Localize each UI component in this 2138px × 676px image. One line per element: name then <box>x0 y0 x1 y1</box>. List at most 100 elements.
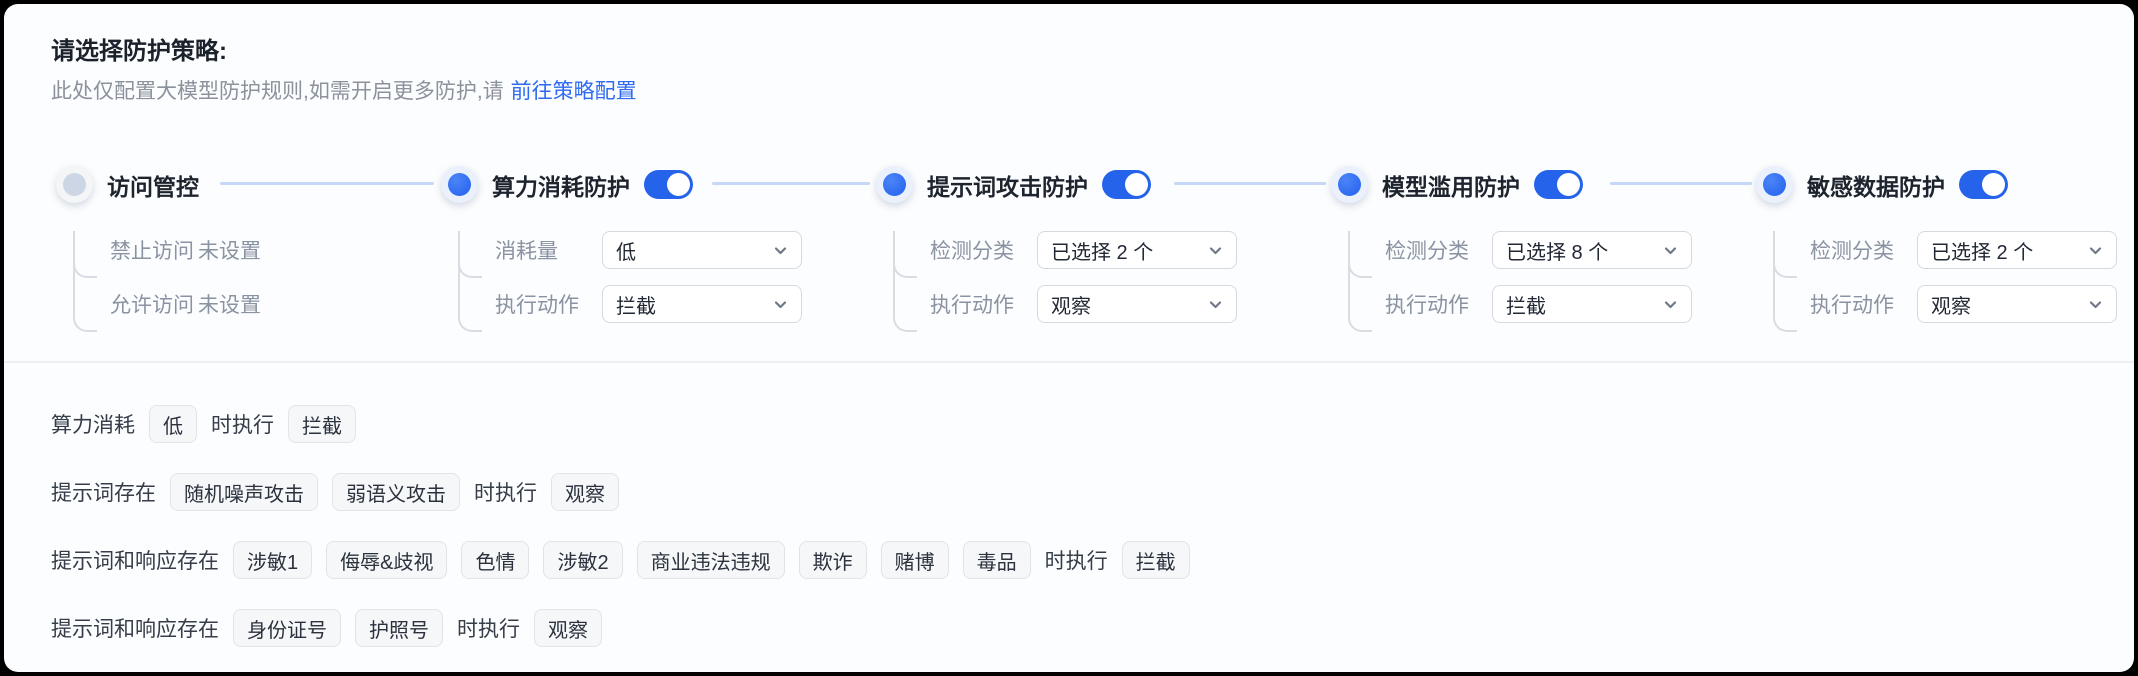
select-value: 已选择 8 个 <box>1506 241 1609 264</box>
setting-label: 检测分类 <box>930 240 1014 263</box>
select-value: 拦截 <box>616 295 656 318</box>
toggle-knob <box>1557 173 1580 196</box>
select-value: 低 <box>616 241 636 264</box>
action-select[interactable]: 拦截 <box>602 285 802 323</box>
setting-row: 检测分类 已选择 8 个 <box>1348 231 1751 269</box>
rule-tag: 毒品 <box>962 541 1031 579</box>
chevron-down-icon <box>1209 246 1222 254</box>
rule-middle: 时执行 <box>457 618 520 641</box>
detection-category-select[interactable]: 已选择 2 个 <box>1917 231 2117 269</box>
select-value: 观察 <box>1051 295 1091 318</box>
step-indicator-dot[interactable] <box>1756 166 1793 203</box>
step-compute-consumption-protection: 算力消耗防护 消耗量 低 执行动作 拦截 <box>441 166 861 332</box>
step-connector <box>1610 182 1752 185</box>
rule-middle: 时执行 <box>211 414 274 437</box>
rule-prefix: 算力消耗 <box>51 414 135 437</box>
step-label: 敏感数据防护 <box>1807 173 1945 200</box>
step-prompt-attack-protection: 提示词攻击防护 检测分类 已选择 2 个 执行动作 观察 <box>876 166 1296 332</box>
rule-action-tag: 拦截 <box>1121 541 1190 579</box>
action-select[interactable]: 观察 <box>1037 285 1237 323</box>
step-label: 算力消耗防护 <box>492 173 630 200</box>
rule-tag: 涉敏1 <box>233 541 313 579</box>
branch-line <box>1348 231 1372 332</box>
branch-line <box>73 231 97 332</box>
step-connector <box>1174 182 1326 185</box>
rule-summary: 算力消耗 低 时执行 拦截 提示词存在 随机噪声攻击 弱语义攻击 时执行 观察 … <box>51 405 1190 647</box>
setting-value: 未设置 <box>198 240 261 263</box>
rule-tag: 赌博 <box>880 541 949 579</box>
step-label: 模型滥用防护 <box>1382 173 1520 200</box>
dot-inner <box>448 173 471 196</box>
step-header: 访问管控 <box>56 166 456 203</box>
step-branches: 检测分类 已选择 8 个 执行动作 拦截 <box>1348 231 1751 332</box>
step-indicator-dot[interactable] <box>1331 166 1368 203</box>
step-indicator-dot[interactable] <box>56 166 93 203</box>
step-branches: 禁止访问 未设置 允许访问 未设置 <box>73 231 456 332</box>
chevron-down-icon <box>2089 246 2102 254</box>
dot-inner <box>63 173 86 196</box>
rule-tag: 商业违法违规 <box>636 541 785 579</box>
step-connector <box>220 182 434 185</box>
toggle-knob <box>1125 173 1148 196</box>
rule-tag: 护照号 <box>355 609 443 647</box>
protection-policy-panel: 请选择防护策略: 此处仅配置大模型防护规则,如需开启更多防护,请前往策略配置 访… <box>4 4 2134 672</box>
rule-tag: 随机噪声攻击 <box>170 473 318 511</box>
setting-label: 禁止访问 <box>110 240 194 263</box>
branch-line <box>1773 231 1797 332</box>
step-branches: 检测分类 已选择 2 个 执行动作 观察 <box>1773 231 2134 332</box>
go-to-policy-config-link[interactable]: 前往策略配置 <box>510 80 637 103</box>
select-value: 观察 <box>1931 295 1971 318</box>
rule-action-tag: 拦截 <box>288 405 356 443</box>
setting-row: 禁止访问 未设置 <box>73 231 456 269</box>
setting-row: 执行动作 拦截 <box>1348 285 1751 323</box>
subtitle: 此处仅配置大模型防护规则,如需开启更多防护,请前往策略配置 <box>51 75 637 105</box>
rule-prefix: 提示词存在 <box>51 482 156 505</box>
toggle-knob <box>1982 173 2005 196</box>
select-value: 拦截 <box>1506 295 1546 318</box>
sensitive-data-toggle[interactable] <box>1959 170 2008 199</box>
step-indicator-dot[interactable] <box>441 166 478 203</box>
consumption-level-select[interactable]: 低 <box>602 231 802 269</box>
toggle-knob <box>667 173 690 196</box>
rule-row-prompt-attack: 提示词存在 随机噪声攻击 弱语义攻击 时执行 观察 <box>51 473 1190 511</box>
rule-tag: 色情 <box>461 541 530 579</box>
rule-middle: 时执行 <box>474 482 537 505</box>
setting-value: 未设置 <box>198 294 261 317</box>
setting-label: 检测分类 <box>1385 240 1469 263</box>
select-value: 已选择 2 个 <box>1051 241 1154 264</box>
step-indicator-dot[interactable] <box>876 166 913 203</box>
chevron-down-icon <box>1664 246 1677 254</box>
compute-protection-toggle[interactable] <box>644 170 693 199</box>
setting-row: 检测分类 已选择 2 个 <box>893 231 1296 269</box>
step-header: 敏感数据防护 <box>1756 166 2134 203</box>
prompt-attack-toggle[interactable] <box>1102 170 1151 199</box>
setting-row: 允许访问 未设置 <box>73 285 456 323</box>
step-access-control: 访问管控 禁止访问 未设置 允许访问 未设置 <box>56 166 456 332</box>
rule-action-tag: 观察 <box>551 473 619 511</box>
detection-category-select[interactable]: 已选择 2 个 <box>1037 231 1237 269</box>
rule-tag: 身份证号 <box>233 609 341 647</box>
step-sensitive-data-protection: 敏感数据防护 检测分类 已选择 2 个 执行动作 观察 <box>1756 166 2134 332</box>
rule-tag: 欺诈 <box>798 541 867 579</box>
setting-row: 执行动作 拦截 <box>458 285 861 323</box>
page-title: 请选择防护策略: <box>51 38 227 65</box>
step-branches: 消耗量 低 执行动作 拦截 <box>458 231 861 332</box>
step-header: 算力消耗防护 <box>441 166 861 203</box>
chevron-down-icon <box>774 246 787 254</box>
action-select[interactable]: 拦截 <box>1492 285 1692 323</box>
dot-inner <box>1338 173 1361 196</box>
setting-row: 消耗量 低 <box>458 231 861 269</box>
branch-line <box>458 231 482 332</box>
detection-category-select[interactable]: 已选择 8 个 <box>1492 231 1692 269</box>
select-value: 已选择 2 个 <box>1931 241 2034 264</box>
setting-label: 消耗量 <box>495 240 558 263</box>
chevron-down-icon <box>1209 300 1222 308</box>
model-abuse-toggle[interactable] <box>1534 170 1583 199</box>
dot-inner <box>1763 173 1786 196</box>
rule-row-compute: 算力消耗 低 时执行 拦截 <box>51 405 1190 443</box>
action-select[interactable]: 观察 <box>1917 285 2117 323</box>
rule-row-model-abuse: 提示词和响应存在 涉敏1 侮辱&歧视 色情 涉敏2 商业违法违规 欺诈 赌博 毒… <box>51 541 1190 579</box>
setting-label: 允许访问 <box>110 294 194 317</box>
rule-tag: 低 <box>149 405 197 443</box>
rule-tag: 弱语义攻击 <box>332 473 460 511</box>
